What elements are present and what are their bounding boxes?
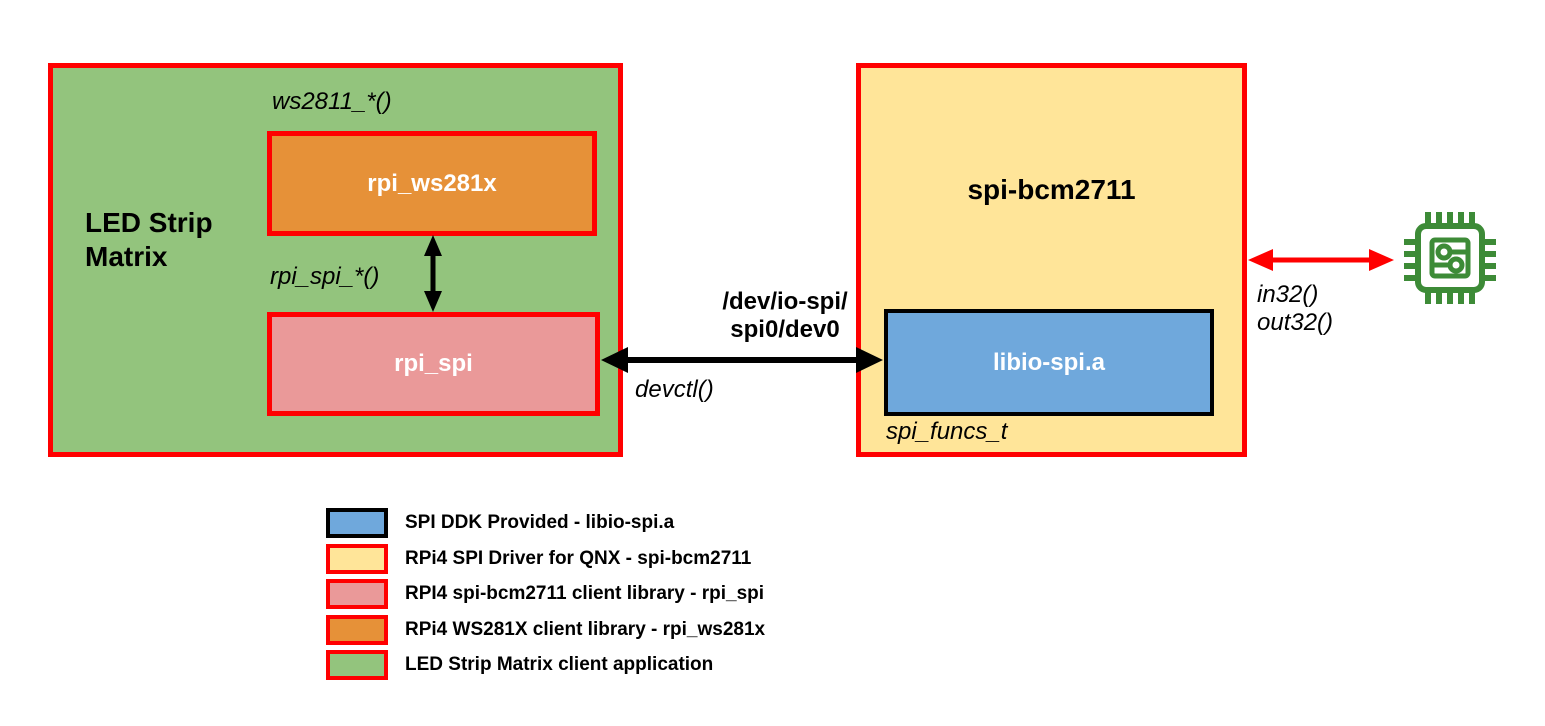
libio-spi-box: libio-spi.a [884, 309, 1214, 416]
dev-path-line1: /dev/io-spi/ [722, 288, 848, 315]
rpispi-to-libiospi-arrow-icon [601, 347, 883, 373]
legend-swatch-pink [326, 579, 388, 609]
legend-item-spi-ddk: SPI DDK Provided - libio-spi.a [326, 508, 674, 538]
dev-path-line2: spi0/dev0 [730, 316, 840, 343]
rpi-ws281x-label: rpi_ws281x [367, 169, 497, 197]
legend-item-ws281x-lib: RPi4 WS281X client library - rpi_ws281x [326, 615, 765, 645]
ws2811-annotation: ws2811_*() [272, 88, 392, 115]
led-strip-matrix-title: LED Strip Matrix [85, 206, 213, 274]
rpi-spi-label: rpi_spi [394, 350, 473, 377]
spi-to-hardware-arrow-icon [1248, 249, 1394, 271]
dev-path-label: /dev/io-spi/ spi0/dev0 [690, 288, 880, 344]
in32-label: in32() [1257, 281, 1319, 308]
legend-swatch-orange [326, 615, 388, 645]
rpi-spi-box: rpi_spi [267, 312, 600, 416]
ws281x-to-rpispi-arrow-icon [424, 235, 442, 312]
legend-item-client-app: LED Strip Matrix client application [326, 650, 713, 680]
spi-funcs-annotation: spi_funcs_t [886, 418, 1008, 445]
legend-label: RPI4 spi-bcm2711 client library - rpi_sp… [405, 583, 765, 604]
rpi-spi-annotation: rpi_spi_*() [270, 263, 380, 290]
spi-bcm2711-title: spi-bcm2711 [967, 174, 1136, 205]
legend-item-spi-driver: RPi4 SPI Driver for QNX - spi-bcm2711 [326, 544, 751, 574]
legend-label: SPI DDK Provided - libio-spi.a [405, 512, 675, 533]
led-strip-matrix-title-line2: Matrix [85, 241, 168, 272]
legend-label: RPi4 WS281X client library - rpi_ws281x [405, 619, 766, 640]
legend-label: RPi4 SPI Driver for QNX - spi-bcm2711 [405, 548, 752, 569]
hw-call-label: in32() out32() [1257, 281, 1333, 337]
led-strip-matrix-title-line1: LED Strip [85, 207, 213, 238]
legend-swatch-green [326, 650, 388, 680]
libio-spi-label: libio-spi.a [992, 348, 1105, 376]
legend-swatch-yellow [326, 544, 388, 574]
legend-item-rpi-spi-lib: RPI4 spi-bcm2711 client library - rpi_sp… [326, 579, 764, 609]
out32-label: out32() [1257, 309, 1334, 336]
rpi-ws281x-box: rpi_ws281x [267, 131, 597, 236]
legend-label: LED Strip Matrix client application [405, 654, 714, 675]
devctl-label: devctl() [635, 376, 714, 403]
legend-swatch-blue [326, 508, 388, 538]
cpu-chip-icon [1404, 212, 1496, 304]
